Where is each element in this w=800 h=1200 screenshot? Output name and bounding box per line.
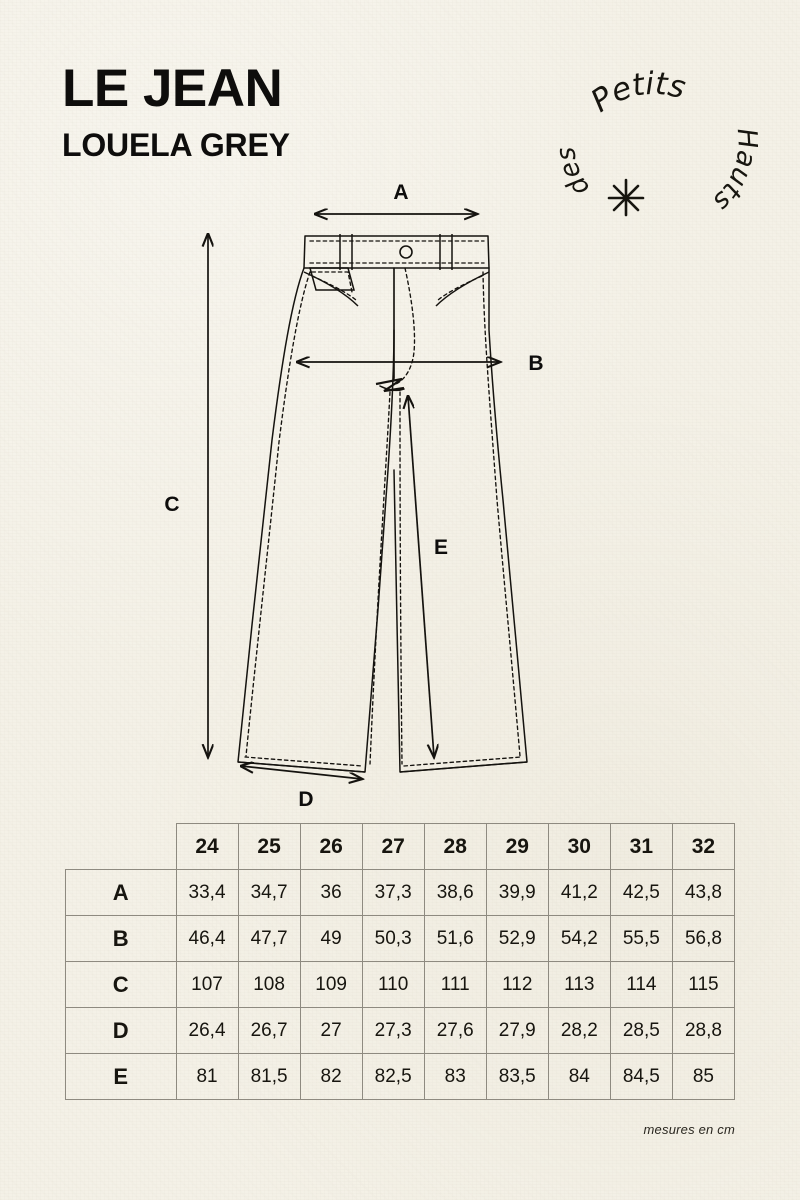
page-title: LE JEAN xyxy=(62,59,283,118)
cell-b-32: 56,8 xyxy=(671,915,736,962)
size-header-29: 29 xyxy=(485,823,549,870)
units-footnote: mesures en cm xyxy=(643,1122,735,1137)
cell-b-24: 46,4 xyxy=(175,915,239,962)
cell-d-26: 27 xyxy=(299,1007,363,1054)
cell-a-25: 34,7 xyxy=(237,869,301,916)
size-table-head: 24 25 26 27 28 29 30 31 32 xyxy=(66,823,736,870)
cell-d-31: 28,5 xyxy=(609,1007,673,1054)
table-row: C 107 108 109 110 111 112 113 114 115 xyxy=(65,961,736,1008)
jeans-outline xyxy=(237,235,528,773)
cell-c-30: 113 xyxy=(547,961,611,1008)
cell-b-25: 47,7 xyxy=(237,915,301,962)
size-header-row: 24 25 26 27 28 29 30 31 32 xyxy=(66,823,736,870)
row-label-e: E xyxy=(65,1053,177,1100)
crotch-mark xyxy=(375,377,405,393)
cell-a-32: 43,8 xyxy=(671,869,736,916)
arrow-e xyxy=(408,396,434,757)
row-label-c: C xyxy=(65,961,177,1008)
size-table-body: A 33,4 34,7 36 37,3 38,6 39,9 41,2 42,5 … xyxy=(65,869,736,1100)
cell-a-26: 36 xyxy=(299,869,363,916)
cell-d-29: 27,9 xyxy=(485,1007,549,1054)
row-label-b: B xyxy=(65,915,177,962)
front-pocket-openings xyxy=(303,267,490,307)
cell-b-31: 55,5 xyxy=(609,915,673,962)
cell-d-30: 28,2 xyxy=(547,1007,611,1054)
cell-c-29: 112 xyxy=(485,961,549,1008)
table-row: E 81 81,5 82 82,5 83 83,5 84 84,5 85 xyxy=(65,1053,736,1100)
cell-a-31: 42,5 xyxy=(609,869,673,916)
cell-c-32: 115 xyxy=(671,961,736,1008)
label-e: E xyxy=(434,536,448,559)
label-b: B xyxy=(528,352,543,375)
cell-a-24: 33,4 xyxy=(175,869,239,916)
cell-b-26: 49 xyxy=(299,915,363,962)
cell-e-25: 81,5 xyxy=(237,1053,301,1100)
size-header-25: 25 xyxy=(237,823,301,870)
size-header-30: 30 xyxy=(547,823,611,870)
cell-c-28: 111 xyxy=(423,961,487,1008)
size-header-28: 28 xyxy=(423,823,487,870)
cell-e-26: 82 xyxy=(299,1053,363,1100)
cell-d-32: 28,8 xyxy=(671,1007,736,1054)
table-row: B 46,4 47,7 49 50,3 51,6 52,9 54,2 55,5 … xyxy=(65,915,736,962)
cell-b-29: 52,9 xyxy=(485,915,549,962)
starburst-icon xyxy=(607,178,645,217)
measurement-labels: A B C D E xyxy=(164,181,543,811)
cell-a-28: 38,6 xyxy=(423,869,487,916)
size-header-32: 32 xyxy=(671,823,736,870)
size-header-27: 27 xyxy=(361,823,425,870)
label-d: D xyxy=(298,788,313,811)
size-header-24: 24 xyxy=(175,823,239,870)
brand-logo: Petits Hauts des xyxy=(551,66,758,217)
cell-b-28: 51,6 xyxy=(423,915,487,962)
measurement-arrows xyxy=(208,214,500,779)
cell-e-31: 84,5 xyxy=(609,1053,673,1100)
table-row: A 33,4 34,7 36 37,3 38,6 39,9 41,2 42,5 … xyxy=(65,869,736,916)
cell-c-27: 110 xyxy=(361,961,425,1008)
cell-c-26: 109 xyxy=(299,961,363,1008)
cell-c-25: 108 xyxy=(237,961,301,1008)
cell-d-28: 27,6 xyxy=(423,1007,487,1054)
cell-b-27: 50,3 xyxy=(361,915,425,962)
row-label-d: D xyxy=(65,1007,177,1054)
cell-e-29: 83,5 xyxy=(485,1053,549,1100)
cell-e-30: 84 xyxy=(547,1053,611,1100)
title-block: LE JEAN LOUELA GREY xyxy=(62,62,290,161)
size-table: 24 25 26 27 28 29 30 31 32 A 33,4 34,7 3… xyxy=(65,823,736,1100)
cell-d-24: 26,4 xyxy=(175,1007,239,1054)
label-a: A xyxy=(393,181,408,204)
label-c: C xyxy=(164,493,179,516)
cell-e-27: 82,5 xyxy=(361,1053,425,1100)
cell-c-31: 114 xyxy=(609,961,673,1008)
table-row: D 26,4 26,7 27 27,3 27,6 27,9 28,2 28,5 … xyxy=(65,1007,736,1054)
cell-a-29: 39,9 xyxy=(485,869,549,916)
cell-d-27: 27,3 xyxy=(361,1007,425,1054)
cell-e-24: 81 xyxy=(175,1053,239,1100)
size-header-26: 26 xyxy=(299,823,363,870)
topstitching-dashes xyxy=(244,240,522,767)
cell-a-30: 41,2 xyxy=(547,869,611,916)
jeans-technical-drawing: A B C D E xyxy=(164,181,543,811)
cell-e-32: 85 xyxy=(671,1053,736,1100)
belt-loops xyxy=(339,234,453,270)
arrow-d xyxy=(241,766,362,779)
table-corner-cell xyxy=(66,824,177,870)
page-subtitle: LOUELA GREY xyxy=(62,127,290,163)
cell-a-27: 37,3 xyxy=(361,869,425,916)
size-header-31: 31 xyxy=(609,823,673,870)
cell-d-25: 26,7 xyxy=(237,1007,301,1054)
waistband-button-icon xyxy=(399,245,413,259)
cell-e-28: 83 xyxy=(423,1053,487,1100)
cell-c-24: 107 xyxy=(175,961,239,1008)
cell-b-30: 54,2 xyxy=(547,915,611,962)
row-label-a: A xyxy=(65,869,177,916)
